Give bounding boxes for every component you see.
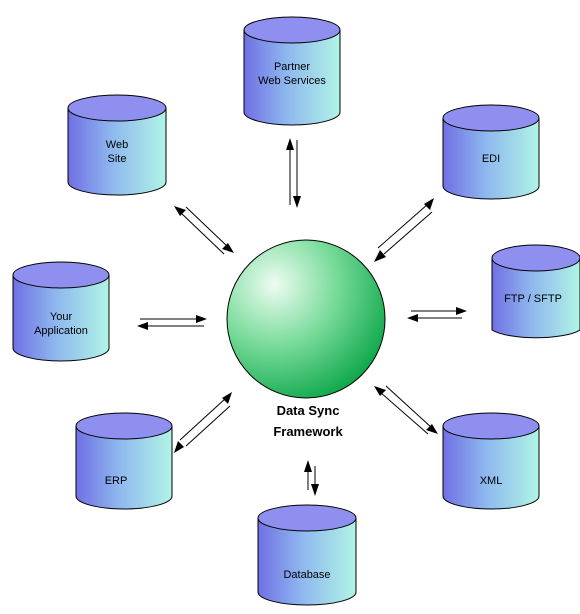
erp-cylinder: ERP [75,412,173,510]
arrow-partner [286,138,301,208]
web-site-cylinder: Web Site [67,94,167,196]
data-sync-framework-hub: Data Sync Framework [226,239,386,439]
arrow-xml [374,385,438,435]
arrow-database [304,460,319,496]
edi-cylinder: EDI [442,104,540,200]
your-app-label-line1: Your [50,311,73,323]
website-label-line1: Web [106,139,128,151]
arrow-ftp [407,307,467,322]
edi-label: EDI [482,153,500,165]
partner-label-line1: Partner [274,61,310,73]
arrow-website [174,206,234,255]
ftp-sftp-cylinder: FTP / SFTP [491,244,580,339]
arrow-erp [174,392,232,453]
hub-label-line1: Data Sync [277,403,340,418]
arrow-edi [374,198,434,262]
ftp-label: FTP / SFTP [504,293,562,305]
database-label: Database [283,569,330,581]
partner-label-line2: Web Services [258,75,326,87]
your-app-label-line2: Application [34,325,88,337]
erp-label: ERP [105,475,128,487]
xml-label: XML [480,475,503,487]
hub-label-line2: Framework [273,424,343,439]
xml-cylinder: XML [442,412,540,510]
database-cylinder: Database [257,504,357,606]
partner-web-services-cylinder: Partner Web Services [243,16,341,126]
arrow-your-app [137,315,207,330]
website-label-line2: Site [108,153,127,165]
your-application-cylinder: Your Application [12,261,110,362]
